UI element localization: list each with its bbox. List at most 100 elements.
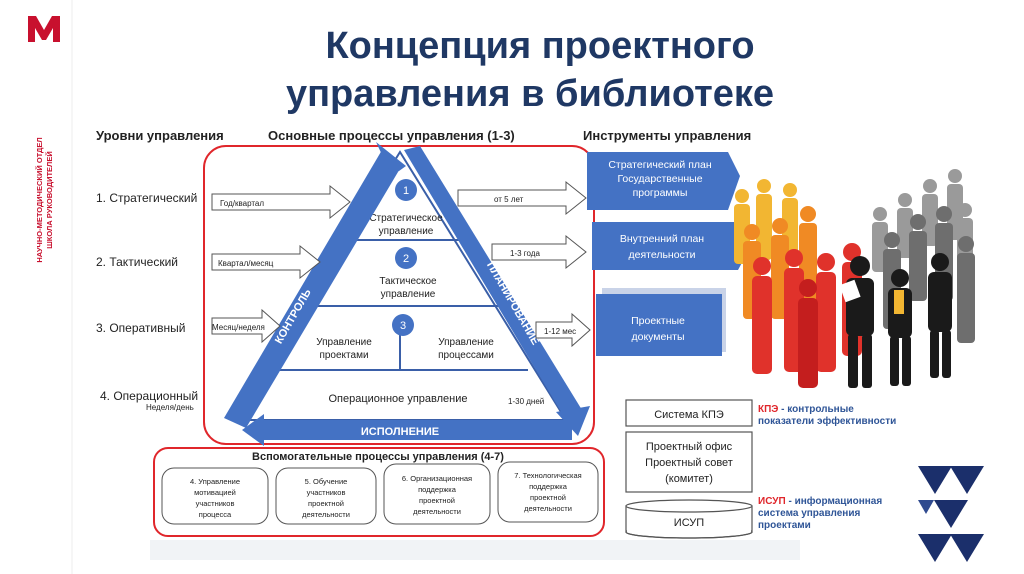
- project-office-box: [625, 431, 753, 493]
- org-name-line1: НАУЧНО-МЕТОДИЧЕСКИЙ ОТДЕЛ: [35, 137, 44, 262]
- isup-definition-line3: проектами: [758, 520, 811, 531]
- kpe-system-label: Система КПЭ: [654, 409, 724, 421]
- people-crowd-image: [734, 169, 975, 388]
- aux-item-5-l1: 5. Обучение: [305, 477, 348, 486]
- kpe-abbr: КПЭ: [758, 404, 778, 415]
- definitions: КПЭ - контрольные показатели эффективнос…: [758, 404, 896, 531]
- header-tools: Инструменты управления: [583, 128, 751, 143]
- aux-title: Вспомогательные процессы управления (4-7…: [252, 451, 504, 463]
- horizon-2-text: 1-3 года: [510, 249, 540, 258]
- period-4-text: Неделя/день: [146, 403, 194, 412]
- planning-arrow-head: [556, 406, 590, 436]
- projects-label-b: проектами: [319, 350, 368, 361]
- period-2-text: Квартал/месяц: [218, 259, 274, 268]
- step-1-number: 1: [403, 185, 409, 197]
- floor-shadow: [150, 540, 800, 560]
- tool-strategic-banner: [587, 152, 740, 210]
- aux-item-6-l4: деятельности: [413, 507, 461, 516]
- level-4-label: 4. Операционный: [100, 389, 198, 403]
- tool-internal-2: деятельности: [629, 249, 696, 261]
- project-office-2: Проектный совет: [645, 457, 733, 469]
- brand-logo: [28, 16, 60, 42]
- isup-rest-1: - информационная: [786, 495, 883, 507]
- strategic-label-b: управление: [379, 226, 434, 237]
- kpe-rest-1: - контрольные: [778, 404, 854, 415]
- kpe-definition-line2: показатели эффективности: [758, 415, 896, 427]
- execution-arrow-head: [242, 414, 264, 446]
- isup-definition-line2: система управления: [758, 508, 860, 519]
- pyramid: 1 2 3 Стратегическое управление Тактичес…: [232, 150, 568, 421]
- aux-item-4: 4. Управление мотивацией участников проц…: [161, 467, 269, 525]
- planning-arrow-shaft: [404, 146, 582, 420]
- operational-label: Операционное управление: [328, 393, 467, 405]
- step-1-circle: [395, 179, 417, 201]
- aux-item-4-l4: процесса: [199, 510, 232, 519]
- projects-label-a: Управление: [316, 337, 372, 348]
- sidebar: НАУЧНО-МЕТОДИЧЕСКИЙ ОТДЕЛ ШКОЛА РУКОВОДИ…: [0, 0, 73, 574]
- period-arrow-3: [211, 308, 281, 344]
- execution-arrow-shaft: [262, 420, 572, 440]
- level-1-label: 1. Стратегический: [96, 191, 197, 205]
- aux-item-5-box: [275, 467, 377, 525]
- aux-item-6-l1: 6. Организационная: [402, 474, 472, 483]
- org-name-line2: ШКОЛА РУКОВОДИТЕЛЕЙ: [45, 151, 54, 248]
- aux-frame: [153, 447, 605, 537]
- aux-item-4-l1: 4. Управление: [190, 477, 240, 486]
- tool-project-1: Проектные: [631, 315, 685, 327]
- aux-item-4-box: [161, 467, 269, 525]
- tools-column: Стратегический план Государственные прог…: [587, 152, 752, 356]
- isup-abbr: ИСУП: [758, 496, 786, 507]
- processes-label-b: процессами: [438, 350, 494, 361]
- aux-item-4-l2: мотивацией: [194, 488, 236, 497]
- step-2-circle: [395, 247, 417, 269]
- kpe-definition-line1: КПЭ - контрольные: [758, 404, 854, 415]
- aux-item-5-l4: деятельности: [302, 510, 350, 519]
- horizon-4-text: 1-30 дней: [508, 397, 544, 406]
- period-arrow-1: [211, 184, 351, 220]
- tool-project-2: документы: [631, 331, 684, 343]
- processes-label-a: Управление: [438, 337, 494, 348]
- aux-item-7-l1: 7. Технологическая: [514, 471, 581, 480]
- kpe-system-box: [625, 399, 753, 427]
- horizon-arrows: от 5 лет 1-3 года 1-12 мес 1-30 дней: [457, 180, 591, 406]
- control-arrow-head: [376, 142, 406, 176]
- title-line2: управления в библиотеке: [286, 73, 774, 115]
- period-1-text: Год/квартал: [220, 199, 264, 208]
- period-arrow-2: [211, 244, 321, 280]
- tool-internal-1: Внутренний план: [620, 233, 704, 245]
- execution-arrow: ИСПОЛНЕНИЕ: [242, 414, 572, 446]
- horizon-arrow-3: [535, 312, 591, 348]
- aux-item-7-l3: проектной: [530, 493, 566, 502]
- aux-item-6-box: [383, 463, 491, 525]
- step-3-circle: [392, 314, 414, 336]
- aux-item-5-l3: проектной: [308, 499, 344, 508]
- tool-project-banner: [596, 294, 722, 356]
- title-line1: Концепция проектного: [325, 25, 754, 67]
- aux-item-6-l2: поддержка: [418, 485, 457, 494]
- isup-definition-line1: ИСУП - информационная: [758, 495, 882, 507]
- aux-item-4-l3: участников: [196, 499, 235, 508]
- isup-box-label: ИСУП: [674, 517, 704, 529]
- aux-item-5-l2: участников: [307, 488, 346, 497]
- horizon-3-text: 1-12 мес: [544, 327, 576, 336]
- aux-item-7: 7. Технологическая поддержка проектной д…: [497, 461, 599, 523]
- aux-item-6-l3: проектной: [419, 496, 455, 505]
- logo-m-mark: [28, 16, 60, 42]
- horizon-1-text: от 5 лет: [494, 195, 524, 204]
- aux-processes: Вспомогательные процессы управления (4-7…: [153, 447, 605, 537]
- level-2-label: 2. Тактический: [96, 255, 178, 269]
- tactical-label-a: Тактическое: [379, 276, 437, 287]
- control-arrow-shaft: [224, 150, 398, 428]
- aux-item-5: 5. Обучение участников проектной деятель…: [275, 467, 377, 525]
- project-office-3: (комитет): [665, 473, 713, 485]
- aux-item-7-l2: поддержка: [529, 482, 568, 491]
- aux-item-7-box: [497, 461, 599, 523]
- period-3-text: Месяц/неделя: [212, 323, 265, 332]
- main-process-frame: [203, 145, 595, 445]
- sidebar-bg: [0, 0, 72, 574]
- header-levels: Уровни управления: [96, 128, 224, 143]
- tool-strategic-1: Стратегический план: [608, 159, 712, 171]
- systems-column: Система КПЭ Проектный офис Проектный сов…: [625, 399, 753, 539]
